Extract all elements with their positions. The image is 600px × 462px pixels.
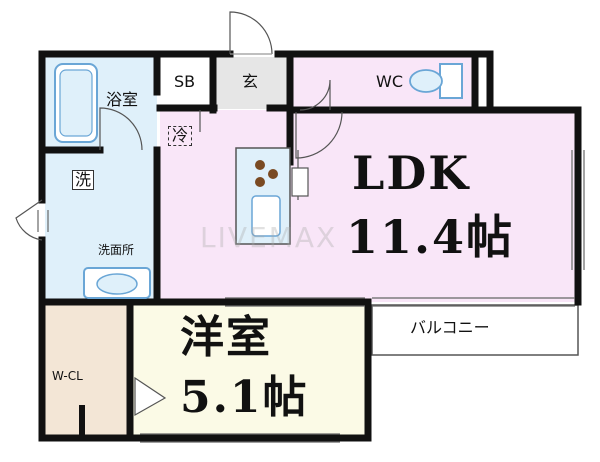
washroom-label: 洗面所 [98,243,135,257]
bedroom-name-label: 洋室 [180,312,272,363]
toilet-label: WC [376,72,403,91]
stove-burner [268,169,278,179]
stove-burner [255,177,265,187]
shoebox-label: SB [174,72,196,91]
walls [38,50,582,442]
toilet-tank [439,63,463,99]
bedroom-area [133,305,368,435]
refrigerator-label: 冷 [168,126,193,146]
balcony-label: バルコニー [410,318,490,337]
watermark: LIVEMAX [200,221,338,254]
ldk-area [160,110,578,302]
entrance-area [213,57,293,109]
closet-area [45,305,130,435]
bedroom-size-label: 5.1帖 [180,372,309,423]
bathtub-inner [59,69,93,137]
window-lines [37,150,585,443]
range-hood [291,167,309,197]
ldk-name-label: LDK [352,146,471,200]
shoebox-area [160,57,214,109]
balcony-area [371,304,579,356]
ldk-size-label: 11.4帖 [346,210,515,264]
toilet-bowl [409,69,443,93]
washer-label: 洗 [72,170,95,190]
kitchen-sink [251,195,281,237]
entrance-label: 玄 [242,72,259,91]
closet-label: W-CL [52,369,83,383]
washbasin-bowl [96,273,138,295]
bath-label: 浴室 [106,90,139,109]
stove-burner [255,160,265,170]
doors [15,11,343,417]
